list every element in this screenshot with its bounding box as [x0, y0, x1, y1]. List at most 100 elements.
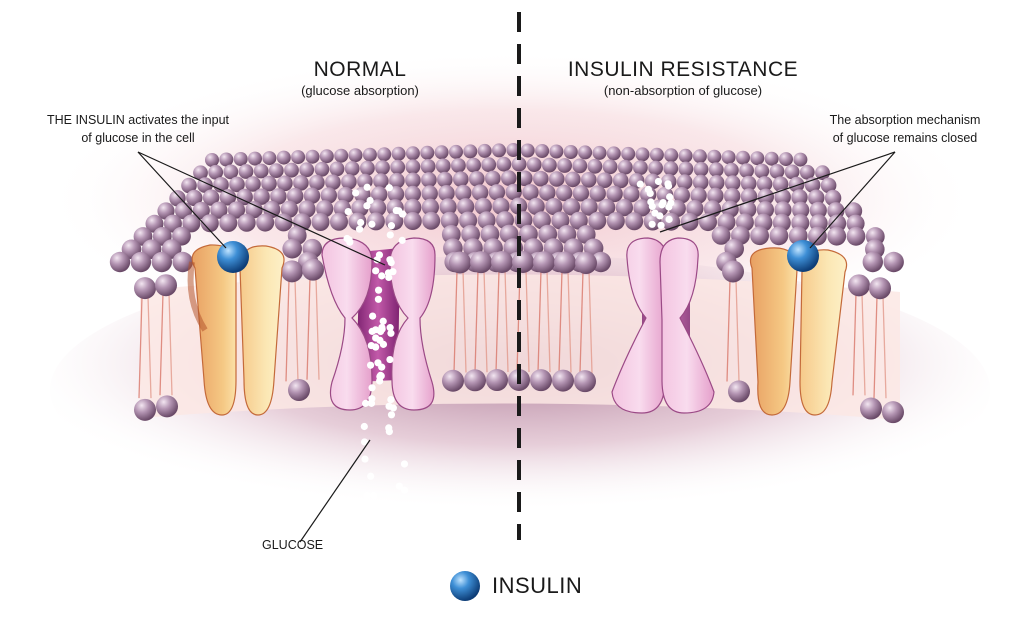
- glucose-particle: [387, 329, 395, 337]
- lipid-head: [449, 251, 471, 274]
- lipid-head: [360, 160, 375, 176]
- glucose-particle: [386, 324, 394, 332]
- lipid-head: [612, 172, 629, 189]
- glucose-particle: [387, 411, 396, 419]
- lipid-head: [403, 212, 422, 230]
- lipid-head: [421, 198, 439, 216]
- glucose-particle: [644, 185, 652, 193]
- lipid-head: [422, 211, 441, 230]
- normal-subtitle: (glucose absorption): [301, 83, 419, 98]
- lipid-head: [527, 197, 545, 215]
- lipid-head: [708, 175, 725, 191]
- lipid-head: [824, 189, 842, 207]
- lipid-head: [485, 170, 501, 187]
- lipid-head: [526, 157, 542, 173]
- lipid-head: [389, 172, 405, 189]
- lipid-head: [592, 145, 607, 160]
- lipid-head: [219, 189, 237, 206]
- glucose-particle: [648, 202, 656, 211]
- lipid-head: [488, 184, 506, 201]
- lipid-head: [274, 213, 293, 232]
- glucose-particle: [379, 317, 387, 325]
- lipid-head: [263, 200, 281, 219]
- lipid-head: [554, 251, 576, 274]
- normal-note-line-2: of glucose in the cell: [81, 131, 195, 145]
- lipid-head: [172, 251, 193, 273]
- lipid-head: [470, 251, 492, 274]
- lipid-head: [181, 177, 197, 194]
- glucose-particle: [367, 399, 376, 407]
- lipid-head: [390, 159, 406, 175]
- lipid-head: [520, 143, 535, 158]
- lipid-head: [481, 157, 497, 173]
- lipid-head: [299, 162, 315, 178]
- lipid-head: [404, 198, 422, 216]
- lipid-head: [757, 188, 774, 205]
- lipid-head: [474, 197, 492, 215]
- lipid-head: [420, 159, 436, 174]
- lipid-head: [192, 201, 210, 220]
- lipid-head: [270, 188, 287, 205]
- lipid-head: [348, 148, 363, 163]
- lipid-head: [496, 211, 514, 230]
- lipid-head: [692, 174, 709, 191]
- lipid-head: [617, 159, 633, 175]
- lipid-head: [649, 147, 664, 162]
- lipid-head: [572, 185, 590, 202]
- lipid-head: [539, 184, 556, 201]
- lipid-head: [316, 200, 334, 218]
- lipid-head: [707, 187, 724, 204]
- lipid-head: [578, 145, 593, 160]
- lipid-head: [808, 189, 825, 206]
- lipid-head: [420, 145, 435, 160]
- lipid-head: [492, 197, 510, 215]
- lipid-head: [575, 252, 597, 275]
- lipid-head: [237, 213, 256, 232]
- lipid-head: [248, 151, 262, 166]
- glucose-label: GLUCOSE: [262, 538, 324, 552]
- normal-note-line-1: THE INSULIN activates the input: [46, 113, 230, 127]
- glucose-particle: [648, 220, 656, 228]
- lipid-head: [219, 152, 234, 167]
- lipid-head: [134, 277, 156, 300]
- lipid-head: [369, 199, 387, 217]
- lipid-head: [791, 189, 808, 206]
- lipid-head: [329, 161, 345, 177]
- lipid-head: [750, 226, 769, 246]
- lipid-head: [437, 171, 453, 188]
- glucose-particle: [636, 180, 644, 188]
- glucose-particle: [374, 359, 382, 367]
- lipid-head: [686, 200, 704, 218]
- glucose-particle: [366, 361, 375, 369]
- lipid-head: [793, 152, 808, 167]
- lipid-head: [280, 200, 298, 218]
- lipid-head: [284, 162, 299, 178]
- lipid-head: [134, 398, 156, 421]
- lipid-head: [440, 211, 459, 230]
- glucose-particle: [665, 215, 673, 223]
- lipid-head: [156, 395, 178, 418]
- lipid-head: [545, 198, 563, 216]
- lipid-head: [581, 172, 597, 188]
- lipid-head: [678, 161, 694, 177]
- lipid-head: [287, 187, 304, 205]
- lipid-head: [663, 161, 679, 176]
- lipid-head: [555, 184, 573, 202]
- glucose-particles: [343, 177, 675, 500]
- glucose-particle: [666, 193, 674, 201]
- lipid-head: [724, 162, 739, 178]
- lipid-head: [464, 369, 486, 392]
- lipid-head: [319, 149, 334, 164]
- lipid-head: [362, 147, 377, 162]
- lipid-head: [648, 160, 663, 176]
- lipid-head: [457, 198, 475, 216]
- lipid-head: [421, 185, 438, 202]
- lipid-head: [449, 144, 463, 159]
- lipid-head: [200, 214, 219, 233]
- insulin-receptor-left: [187, 244, 285, 416]
- glucose-particle: [374, 286, 383, 294]
- lipid-head: [303, 187, 321, 204]
- glucose-particle: [369, 312, 377, 320]
- glucose-particle: [667, 199, 675, 207]
